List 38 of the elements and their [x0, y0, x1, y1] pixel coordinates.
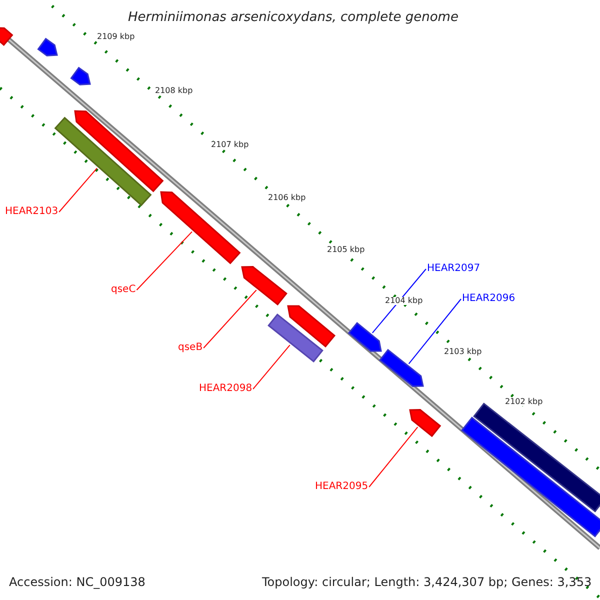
- tick-label: 2105 kbp: [327, 246, 365, 254]
- footer-text: Topology: circular; Length: 3,424,307 bp; Genes: 3,353: [262, 576, 592, 588]
- gene-label: HEAR2095: [315, 482, 368, 492]
- gene-label: qseC: [111, 285, 136, 295]
- tick-label: 2108 kbp: [155, 87, 193, 95]
- gene-block: [409, 409, 442, 438]
- leader-line: [203, 290, 257, 348]
- gene-block: [160, 191, 241, 264]
- gene-block: [268, 313, 324, 363]
- gene-label: HEAR2096: [462, 294, 516, 304]
- tick-label: 2107 kbp: [211, 141, 249, 149]
- title: Herminiimonas arsenicoxydans, complete genome: [128, 11, 458, 24]
- gene-block: [54, 116, 152, 206]
- leader-line: [252, 344, 290, 390]
- tick-label: 2102 kbp: [505, 398, 543, 406]
- gene-block: [74, 110, 164, 192]
- leader-line: [136, 231, 192, 290]
- gene-label: HEAR2098: [199, 384, 252, 394]
- leader-line: [58, 168, 98, 212]
- gene-block: [378, 348, 424, 387]
- gene-block: [37, 38, 58, 56]
- gene-block: [0, 27, 14, 46]
- gene-block: [287, 305, 336, 348]
- footer-text: Accession: NC_009138: [9, 576, 146, 588]
- tick-label: 2104 kbp: [385, 297, 423, 305]
- gene-block: [241, 266, 288, 306]
- tick-label: 2109 kbp: [97, 33, 135, 41]
- gene-block: [348, 322, 382, 352]
- leader-line: [372, 268, 426, 334]
- tick-label: 2103 kbp: [444, 348, 482, 356]
- leader-line: [408, 298, 462, 364]
- leader-line: [368, 426, 418, 488]
- gene-label: HEAR2097: [427, 264, 480, 274]
- gene-label: HEAR2103: [5, 207, 58, 217]
- gene-block: [70, 66, 91, 86]
- tick-label: 2106 kbp: [268, 194, 306, 202]
- gene-block: [460, 416, 600, 538]
- gene-label: qseB: [178, 343, 203, 353]
